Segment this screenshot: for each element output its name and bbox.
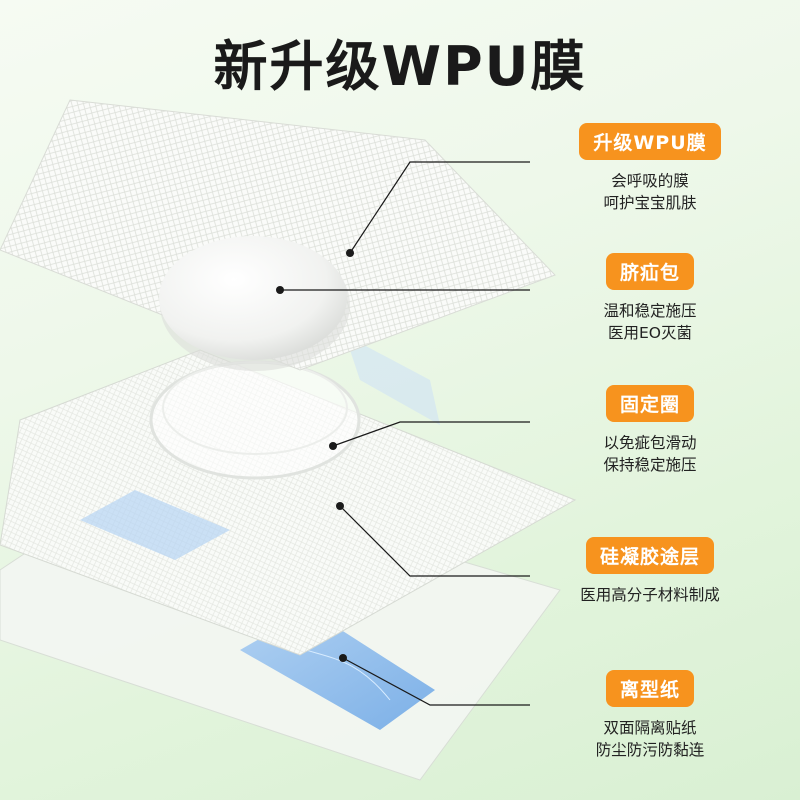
leader-dots bbox=[276, 249, 354, 662]
leader-lines bbox=[280, 161, 530, 706]
callout-line: 医用EO灭菌 bbox=[608, 324, 692, 342]
callout-release-paper: 离型纸 双面隔离贴纸 防尘防污防黏连 bbox=[520, 670, 780, 761]
callout-label: 离型纸 bbox=[605, 670, 694, 707]
callout-line: 温和稳定施压 bbox=[603, 302, 697, 320]
callout-umbilical-pad: 脐疝包 温和稳定施压 医用EO灭菌 bbox=[520, 253, 780, 344]
silicone-gel-layer bbox=[0, 349, 577, 656]
callout-line: 以免疵包滑动 bbox=[603, 434, 697, 452]
callout-fixing-ring: 固定圈 以免疵包滑动 保持稳定施压 bbox=[520, 385, 780, 476]
callout-wpu-film: 升级WPU膜 会呼吸的膜 呵护宝宝肌肤 bbox=[520, 123, 780, 214]
callout-line: 保持稳定施压 bbox=[603, 456, 697, 474]
callout-label: 硅凝胶途层 bbox=[585, 537, 714, 574]
gel-strip bbox=[80, 490, 230, 560]
callout-line: 呵护宝宝肌肤 bbox=[603, 194, 697, 212]
callout-line: 医用高分子材料制成 bbox=[580, 586, 720, 604]
umbilical-pad bbox=[159, 236, 350, 371]
callout-line: 防尘防污防黏连 bbox=[595, 741, 705, 759]
callout-line: 双面隔离贴纸 bbox=[603, 719, 697, 737]
callout-label: 升级WPU膜 bbox=[579, 123, 721, 160]
callout-line: 会呼吸的膜 bbox=[611, 172, 689, 190]
callout-silicone-gel: 硅凝胶途层 医用高分子材料制成 bbox=[520, 537, 780, 606]
page-title: 新升级WPU膜 bbox=[213, 35, 587, 98]
wpu-film-layer bbox=[0, 99, 556, 371]
callout-label: 固定圈 bbox=[605, 385, 694, 422]
callout-label: 脐疝包 bbox=[605, 253, 694, 290]
